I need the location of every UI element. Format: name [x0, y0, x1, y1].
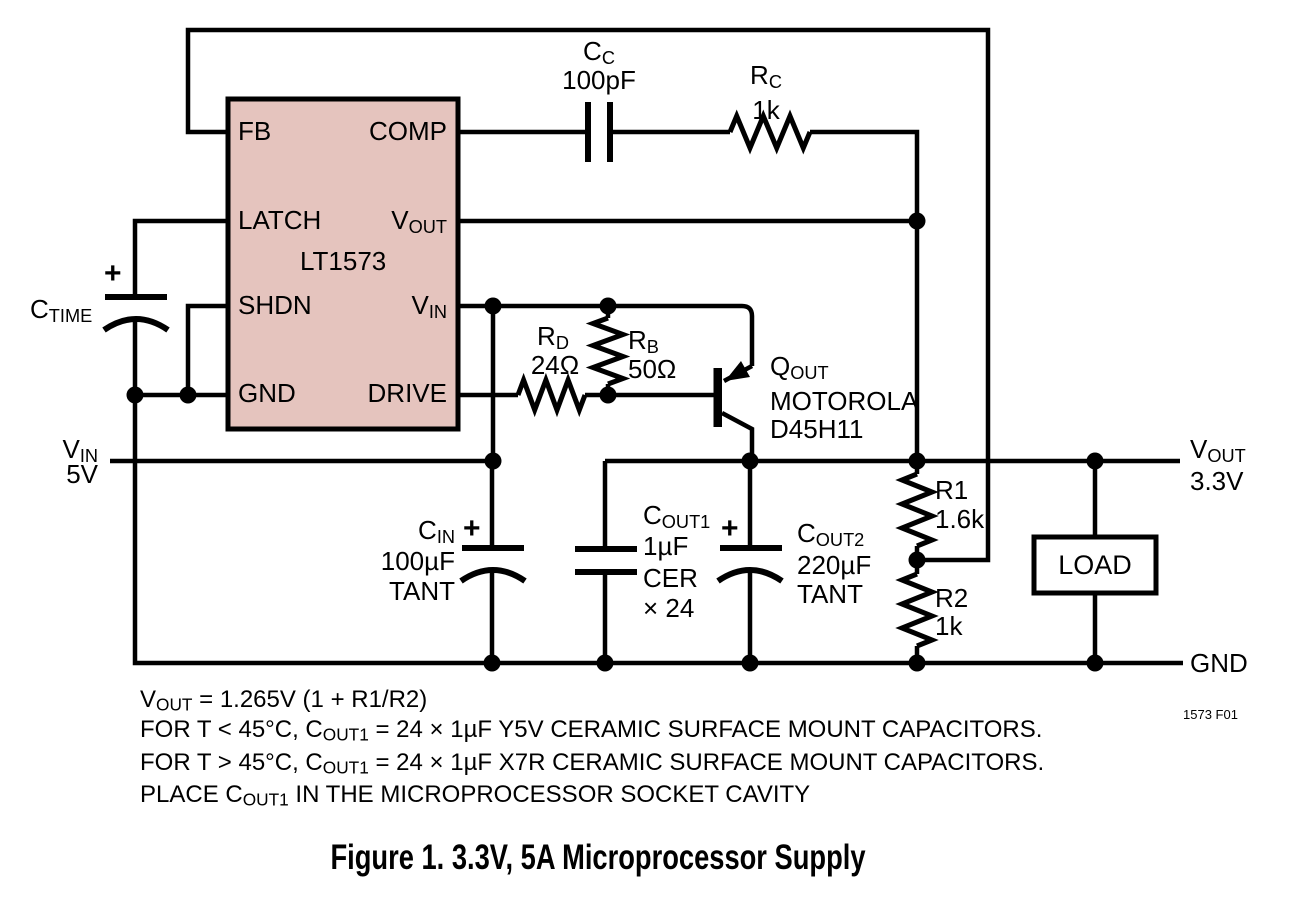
- cout1-type: CER: [643, 563, 698, 593]
- junction-dot: [484, 452, 502, 470]
- r2-name: R2: [935, 583, 969, 613]
- pin-label-vin: VIN: [411, 290, 447, 322]
- rb-value: 50Ω: [628, 354, 677, 384]
- cin-value: 100µF: [380, 546, 455, 576]
- vin-rail-label: VIN: [62, 434, 98, 466]
- rd-value: 24Ω: [530, 350, 580, 380]
- junction-dot: [1086, 654, 1104, 672]
- cin-type: TANT: [389, 576, 455, 606]
- r2-value: 1k: [935, 611, 963, 641]
- capacitor-cout2-arc: [716, 567, 784, 584]
- junction-dot: [908, 212, 926, 230]
- qout-maker: MOTOROLA: [770, 386, 919, 416]
- resistor-rc: [727, 109, 813, 155]
- pin-label-shdn: SHDN: [238, 290, 312, 320]
- pin-label-latch: LATCH: [238, 205, 322, 235]
- note-line-3: FOR T > 45°C, COUT1 = 24 × 1µF X7R CERAM…: [140, 749, 1045, 778]
- wires: [110, 27, 1183, 666]
- vin-rail-value: 5V: [66, 459, 98, 489]
- wire-vin-pin-to-emitter: [458, 303, 755, 366]
- junction-dot: [484, 297, 502, 315]
- transistor-emitter-arrow: [725, 361, 750, 381]
- rc-value: 1k: [752, 95, 780, 125]
- vout-rail-value: 3.3V: [1190, 466, 1244, 496]
- junction-dot: [1086, 452, 1104, 470]
- capacitor-cin-arc: [459, 567, 527, 584]
- qout-part: D45H11: [770, 414, 864, 444]
- note-line-1: VOUT = 1.265V (1 + R1/R2): [140, 686, 428, 715]
- pin-label-comp: COMP: [369, 116, 447, 146]
- vout-rail-label: VOUT: [1190, 434, 1246, 466]
- transistor-base-bar: [713, 368, 722, 427]
- junction-dot: [483, 654, 501, 672]
- gnd-rail-label: GND: [1190, 648, 1248, 678]
- figure-caption-text: Figure 1. 3.3V, 5A Microprocessor Supply: [330, 838, 866, 877]
- wire-fb-loop: [185, 27, 991, 563]
- junction-dots: [126, 212, 1104, 672]
- wire-collector: [720, 411, 755, 461]
- capacitors: [102, 102, 784, 584]
- cin-name: CIN: [418, 515, 455, 547]
- resistor-rd: [515, 372, 588, 418]
- resistor-r1: [895, 471, 939, 549]
- junction-dot: [908, 654, 926, 672]
- wire-shdn: [185, 303, 228, 395]
- r1-value: 1.6k: [935, 504, 985, 534]
- cout1-name: COUT1: [643, 500, 711, 532]
- resistor-r2: [895, 571, 939, 649]
- wire-latch-to-ctime: [132, 218, 228, 297]
- figure-code: 1573 F01: [1183, 707, 1238, 722]
- pin-label-gnd: GND: [238, 378, 296, 408]
- junction-dot: [599, 386, 617, 404]
- ic-body-lt1573: [225, 96, 461, 432]
- r1-name: R1: [935, 475, 969, 505]
- junction-dot: [596, 654, 614, 672]
- junction-dot: [908, 551, 926, 569]
- cc-value: 100pF: [562, 65, 636, 95]
- cout2-value: 220µF: [797, 550, 872, 580]
- load-label: LOAD: [1058, 549, 1132, 580]
- resistors: [515, 109, 939, 649]
- cin-polarity: +: [463, 512, 481, 545]
- note-line-4: PLACE COUT1 IN THE MICROPROCESSOR SOCKET…: [140, 781, 811, 810]
- wire-rc-to-vout-node: [810, 129, 920, 221]
- ctime-name: CTIME: [30, 294, 93, 326]
- pin-label-drive: DRIVE: [367, 378, 447, 408]
- rc-name: RC: [750, 60, 782, 92]
- qout-name: QOUT: [770, 351, 829, 383]
- resistor-rb: [585, 315, 631, 387]
- cout1-value: 1µF: [643, 531, 689, 561]
- note-line-2: FOR T < 45°C, COUT1 = 24 × 1µF Y5V CERAM…: [140, 716, 1043, 745]
- cout1-multiplier: × 24: [643, 593, 695, 623]
- cout2-name: COUT2: [797, 518, 865, 550]
- capacitor-ctime-arc: [102, 316, 170, 333]
- junction-dot: [126, 386, 144, 404]
- rb-name: RB: [628, 325, 659, 357]
- figure-caption: Figure 1. 3.3V, 5A Microprocessor Supply: [255, 838, 865, 878]
- junction-dot: [908, 452, 926, 470]
- junction-dot: [599, 297, 617, 315]
- load-box: [1031, 534, 1159, 596]
- pin-label-vout: VOUT: [391, 205, 447, 237]
- ic-part-number: LT1573: [300, 246, 387, 276]
- cout2-polarity: +: [721, 512, 739, 545]
- junction-dot: [179, 386, 197, 404]
- wire-left-side-and-gnd-rail: [132, 318, 1183, 666]
- cout2-type: TANT: [797, 579, 863, 609]
- pin-label-fb: FB: [238, 116, 272, 146]
- ctime-polarity: +: [104, 257, 122, 290]
- junction-dot: [741, 452, 759, 470]
- rd-name: RD: [537, 321, 569, 353]
- junction-dot: [741, 654, 759, 672]
- cc-name: CC: [583, 36, 615, 68]
